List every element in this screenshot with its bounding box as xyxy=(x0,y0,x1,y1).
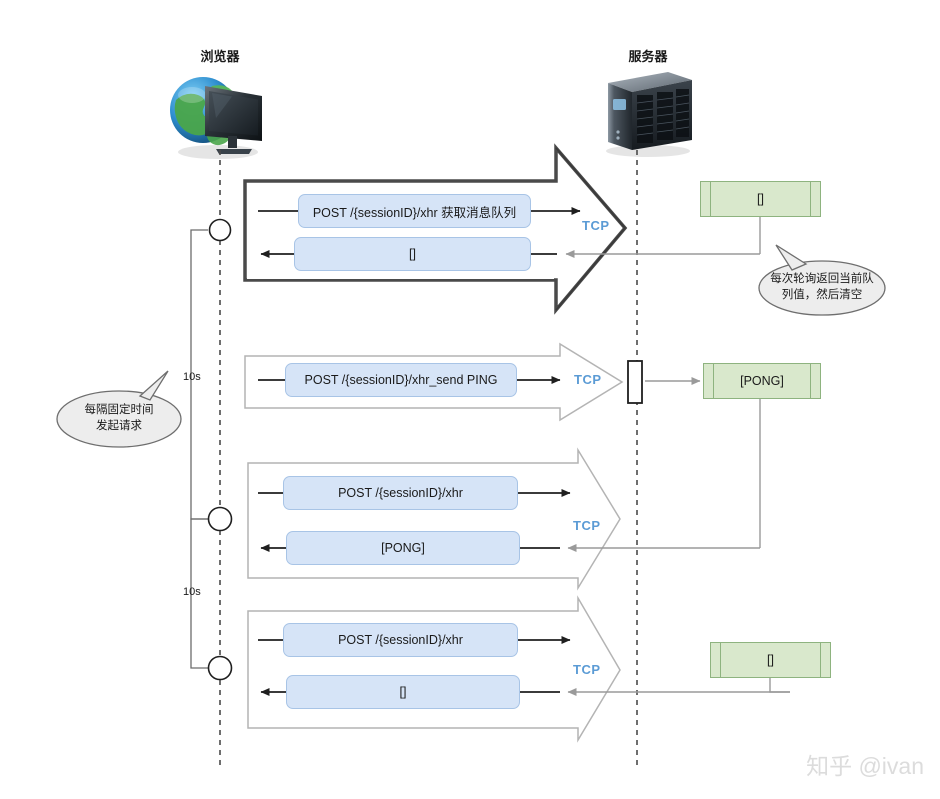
message-box-response-3[interactable]: [PONG] xyxy=(286,531,520,565)
queue-divider-left xyxy=(710,182,711,216)
interval-label-1: 10s xyxy=(183,371,201,383)
actor-label-server: 服务器 xyxy=(628,49,668,64)
callout-right-bubble xyxy=(758,244,886,316)
queue-divider-right xyxy=(810,364,811,398)
message-box-request-1[interactable]: POST /{sessionID}/xhr 获取消息队列 xyxy=(298,194,531,228)
queue-box-1[interactable]: [] xyxy=(700,181,821,217)
timer-bracket-2 xyxy=(190,383,208,669)
callout-right-text: 每次轮询返回当前队 列值，然后清空 xyxy=(770,273,874,301)
message-box-response-4[interactable]: [] xyxy=(286,675,520,709)
tcp-label-4: TCP xyxy=(573,662,601,677)
queue-box-4-label: [] xyxy=(767,653,774,667)
tcp-label-1: TCP xyxy=(582,218,610,233)
queue-box-2[interactable]: [PONG] xyxy=(703,363,821,399)
browser-icon xyxy=(170,77,262,159)
tcp-pipe-3 xyxy=(247,447,621,591)
message-box-request-3[interactable]: POST /{sessionID}/xhr xyxy=(283,476,518,510)
queue-box-1-label: [] xyxy=(757,192,764,206)
queue-box-4[interactable]: [] xyxy=(710,642,831,678)
timer-bracket-1 xyxy=(190,229,208,383)
poll-tick-1 xyxy=(208,218,232,242)
poll-tick-2 xyxy=(207,506,233,532)
interval-label-2: 10s xyxy=(183,586,201,598)
poll-tick-3 xyxy=(207,655,233,681)
server-icon xyxy=(606,72,692,157)
queue-divider-left xyxy=(713,364,714,398)
actor-label-browser: 浏览器 xyxy=(200,49,240,64)
watermark: 知乎 @ivan xyxy=(806,753,924,779)
queue-divider-left xyxy=(720,643,721,677)
tcp-label-2: TCP xyxy=(574,372,602,387)
tcp-pipe-4 xyxy=(247,595,621,743)
tcp-label-3: TCP xyxy=(573,518,601,533)
row4-queue-connector xyxy=(769,678,790,693)
message-box-response-1[interactable]: [] xyxy=(294,237,531,271)
queue-box-2-label: [PONG] xyxy=(740,374,784,388)
server-activation-bar xyxy=(627,360,643,404)
tcp-pipe-1-edges xyxy=(555,147,627,311)
callout-left-bubble xyxy=(56,370,182,448)
queue-divider-right xyxy=(810,182,811,216)
message-box-request-2[interactable]: POST /{sessionID}/xhr_send PING xyxy=(285,363,517,397)
queue-divider-right xyxy=(820,643,821,677)
callout-left-text: 每隔固定时间 发起请求 xyxy=(84,404,154,432)
message-box-request-4[interactable]: POST /{sessionID}/xhr xyxy=(283,623,518,657)
